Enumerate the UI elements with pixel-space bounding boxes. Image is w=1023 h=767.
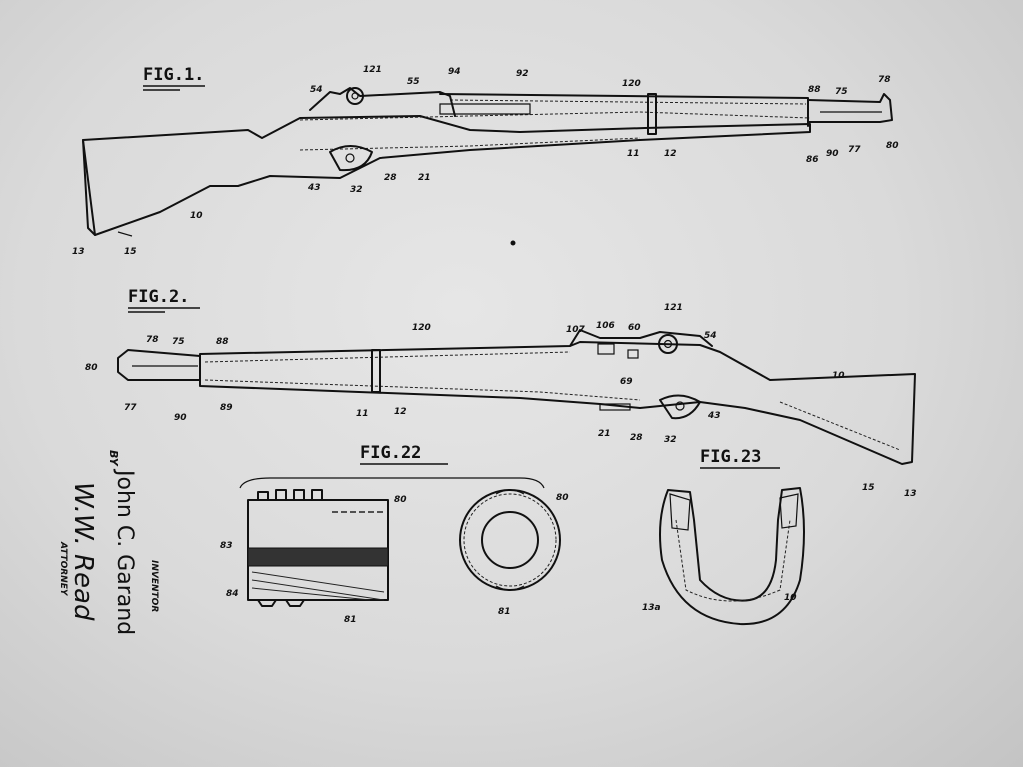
- inventor-name: John C. Garand: [112, 468, 137, 635]
- fig1-label: 77: [848, 145, 861, 155]
- figure-1: FIG.1. 54 121 55 94 92 120: [72, 65, 899, 257]
- fig2-label: 121: [664, 303, 683, 313]
- fig23-buttplate: [659, 487, 805, 626]
- fig1-label: 15: [124, 247, 137, 257]
- fig1-label: 10: [190, 211, 203, 221]
- fig1-label: 32: [350, 185, 363, 195]
- fig1-label: 80: [886, 141, 899, 151]
- fig23-label: 13a: [642, 603, 661, 613]
- fig22-label: 80: [394, 495, 407, 505]
- fig1-label: 55: [407, 77, 420, 87]
- fig1-label: 88: [808, 85, 821, 95]
- fig2-label: 75: [172, 337, 185, 347]
- fig1-stock: [82, 115, 811, 236]
- figure-22-title: FIG.22: [360, 443, 421, 463]
- fig2-label: 89: [220, 403, 233, 413]
- fig22-label: 83: [220, 541, 233, 551]
- fig1-label: 13: [72, 247, 85, 257]
- fig22-label: 80: [556, 493, 569, 503]
- fig2-label: 54: [704, 331, 717, 341]
- inventor-block: BY John C. Garand INVENTOR W.W. Read ATT…: [58, 450, 159, 635]
- fig1-label: 86: [806, 155, 819, 165]
- fig1-label: 28: [384, 173, 397, 183]
- fig1-label: 54: [310, 85, 323, 95]
- figure-1-title: FIG.1.: [143, 65, 204, 85]
- figure-2: FIG.2. 80 78 75 88 120 107 106 60 121: [85, 287, 917, 499]
- fig2-label: 120: [412, 323, 431, 333]
- fig1-label: 75: [835, 87, 848, 97]
- fig1-label: 121: [363, 65, 382, 75]
- fig2-label: 28: [630, 433, 643, 443]
- fig2-label: 69: [620, 377, 633, 387]
- fig2-label: 78: [146, 335, 159, 345]
- fig22-sleeve-front: [459, 489, 561, 591]
- fig2-label: 60: [628, 323, 641, 333]
- figure-2-title: FIG.2.: [128, 287, 189, 307]
- attorney-signature: W.W. Read: [68, 482, 98, 621]
- fig2-label: 90: [174, 413, 187, 423]
- fig2-label: 13: [904, 489, 917, 499]
- fig2-label: 11: [356, 409, 369, 419]
- fig23-label: 10: [784, 593, 797, 603]
- fig1-label: 78: [878, 75, 891, 85]
- figure-23: FIG.23 13a 10: [642, 447, 805, 626]
- figure-22: FIG.22 83 84 80 81 80 81: [220, 443, 569, 625]
- fig1-label: 120: [622, 79, 641, 89]
- inventor-label: INVENTOR: [149, 560, 159, 612]
- fig1-label: 90: [826, 149, 839, 159]
- fig1-label: 92: [516, 69, 529, 79]
- fig1-label: 94: [448, 67, 461, 77]
- fig22-label: 81: [344, 615, 357, 625]
- fig2-label: 107: [566, 325, 586, 335]
- fig2-label: 43: [707, 411, 721, 421]
- fig22-label: 84: [226, 589, 239, 599]
- fig2-label: 32: [664, 435, 677, 445]
- fig2-label: 21: [598, 429, 611, 439]
- attorney-label: ATTORNEY: [58, 541, 68, 597]
- fig22-label: 81: [498, 607, 511, 617]
- fig2-label: 12: [394, 407, 407, 417]
- fig2-label: 77: [124, 403, 137, 413]
- by-label: BY: [107, 450, 120, 467]
- fig2-label: 88: [216, 337, 229, 347]
- fig2-label: 80: [85, 363, 98, 373]
- fig1-label: 12: [664, 149, 677, 159]
- fig1-label: 11: [627, 149, 640, 159]
- fig2-label: 15: [862, 483, 875, 493]
- fig2-label: 10: [832, 371, 845, 381]
- fig1-label: 43: [307, 183, 321, 193]
- fig22-sleeve-side: [247, 489, 389, 607]
- fig1-label: 21: [418, 173, 431, 183]
- figure-23-title: FIG.23: [700, 447, 761, 467]
- fig2-label: 106: [596, 321, 615, 331]
